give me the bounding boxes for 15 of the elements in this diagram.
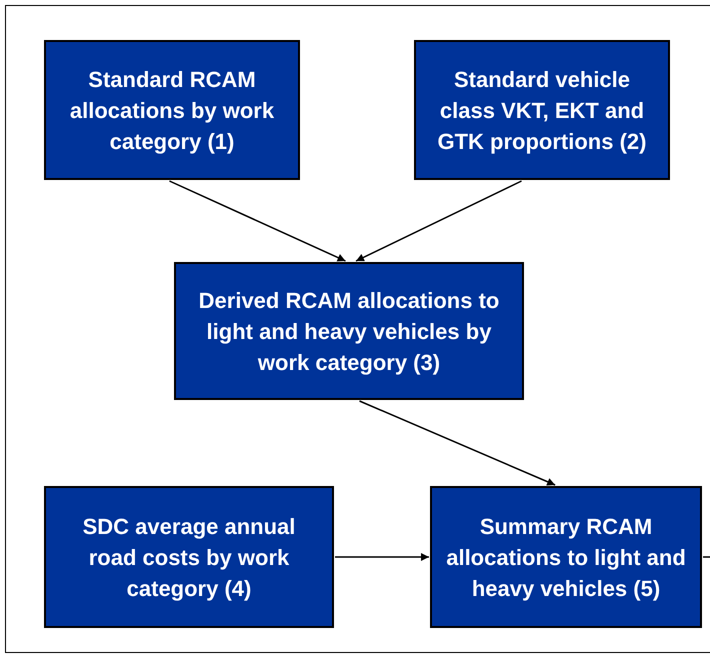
process-box [414, 40, 670, 180]
box-text: Standard vehicle class VKT, EKT and GTK proportions (2) [436, 66, 648, 156]
process-box [430, 486, 702, 628]
box-text: SDC average annual road costs by work category (4) [82, 512, 296, 603]
arrow [359, 400, 556, 486]
process-box [44, 40, 300, 180]
connector-line [703, 556, 710, 558]
arrow [335, 553, 429, 561]
arrow [169, 180, 346, 262]
box-text: Standard RCAM allocations by work category (1) [68, 66, 276, 156]
process-box [174, 262, 524, 400]
arrow [356, 180, 522, 262]
process-box [44, 486, 334, 628]
box-text: Summary RCAM allocations to light and heavy vehicles (5) [445, 512, 687, 603]
box-text: Derived RCAM allocations to light and heavy vehicles by work category (3) [198, 286, 500, 377]
